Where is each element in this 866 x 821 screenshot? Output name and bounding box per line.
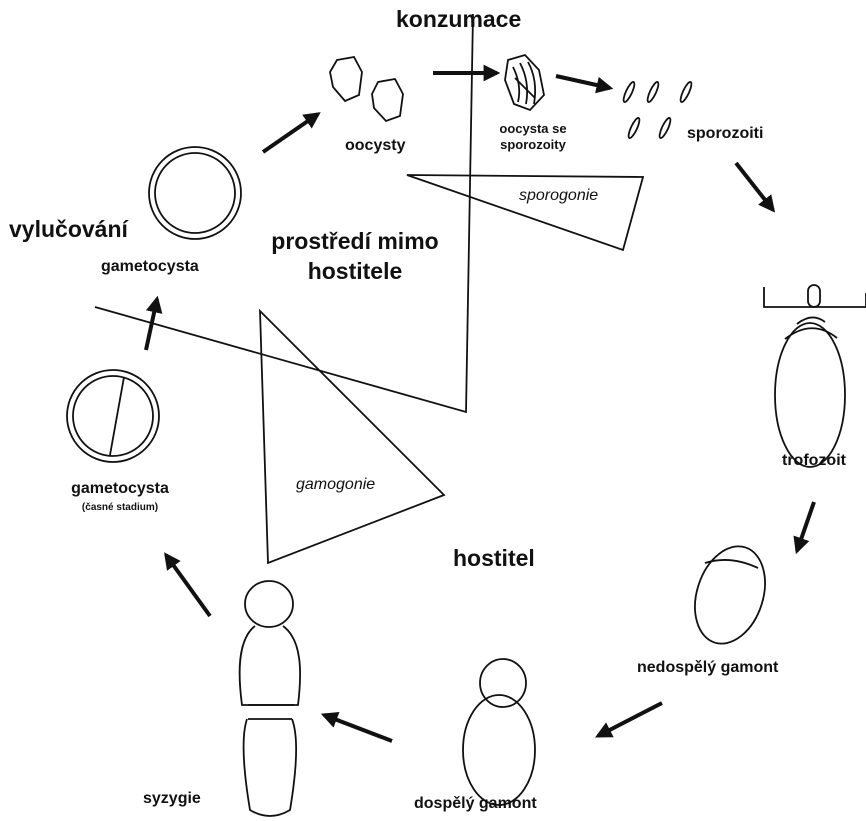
sporulated-oocyst-label: oocysta se sporozoity [488,121,578,153]
trophozoite-shape [764,285,866,467]
environment-label-line2: hostitele [255,256,455,286]
sporogonie-label: sporogonie [519,187,598,205]
oocyst-shape [372,79,403,121]
sporozoites-label: sporozoiti [687,125,763,143]
mature-gamont-label: dospělý gamont [414,795,537,813]
mature-gamont-shape [463,659,535,805]
immature-gamont-label: nedospělý gamont [637,659,778,677]
oocysts-label: oocysty [345,137,405,155]
sporulated-oocyst-shape [505,55,544,110]
host-boundary-line [95,14,473,412]
excretion-label: vylučování [9,216,128,243]
arrow-icon [797,502,814,551]
oocyst-shape [330,57,362,101]
arrow-icon [324,715,392,741]
host-label: hostitel [453,545,535,572]
trophozoite-label: trofozoit [782,452,846,470]
gametocyst-shape [149,147,241,239]
arrow-icon [556,76,610,88]
environment-label: prostředí mimo hostitele [255,226,455,286]
arrow-icon [736,163,773,210]
sporulated-oocyst-label-line1: oocysta se [488,121,578,137]
early-gametocyst-label: gametocysta [55,480,185,498]
arrow-icon [263,114,318,152]
immature-gamont-shape [683,537,777,653]
sporulated-oocyst-label-line2: sporozoity [488,137,578,153]
gamogonie-label: gamogonie [296,476,375,494]
early-gametocyst-shape [67,370,159,462]
gamogonie-triangle [260,311,444,563]
gametocyst-label: gametocysta [101,258,199,276]
arrow-icon [166,555,210,616]
consumption-label: konzumace [396,6,521,33]
early-stage-label: (časné stadium) [55,502,185,513]
environment-label-line1: prostředí mimo [255,226,455,256]
sporozoites-shape [622,81,694,139]
arrow-icon [598,703,662,736]
syzygy-shape [240,581,301,816]
syzygy-label: syzygie [143,790,201,808]
